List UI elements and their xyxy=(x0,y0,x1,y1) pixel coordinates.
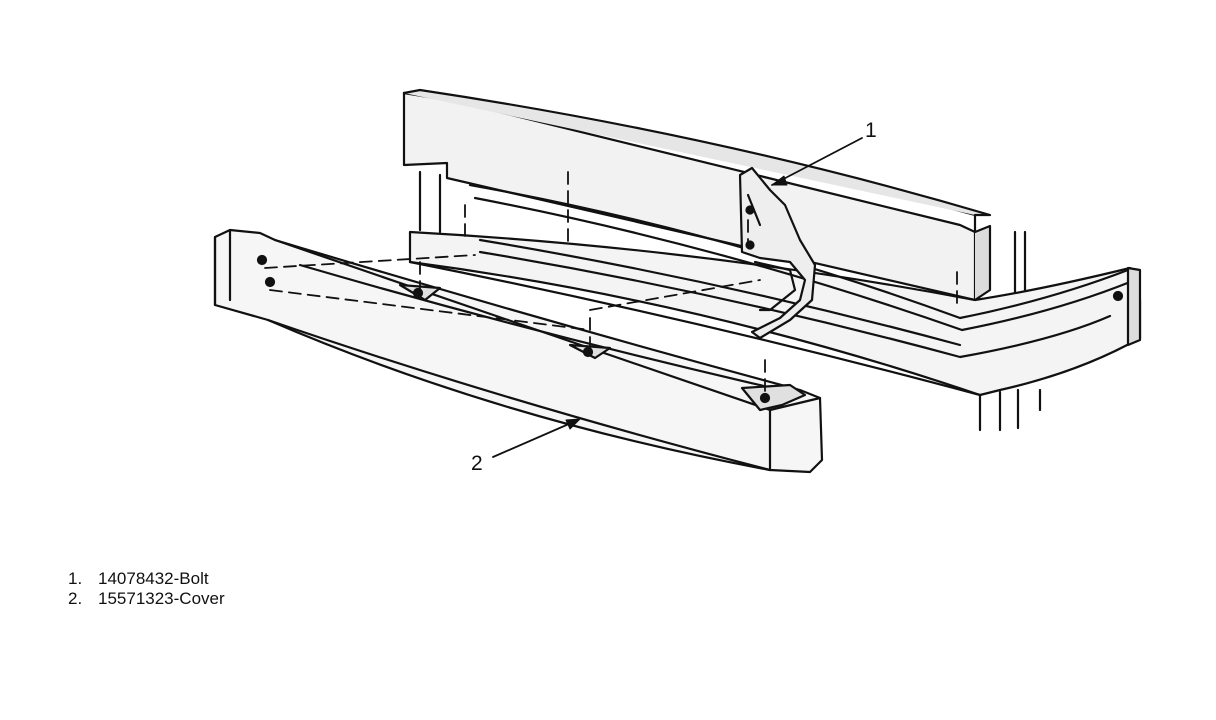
parts-legend: 1. 14078432-Bolt 2. 15571323-Cover xyxy=(68,569,225,609)
lower-cover xyxy=(213,228,824,474)
callout-2-arrowhead xyxy=(565,418,581,430)
front-bumper xyxy=(408,183,1142,432)
legend-item: 1. 14078432-Bolt xyxy=(68,569,225,589)
legend-item-number: 2. xyxy=(68,589,83,608)
callout-2-leader xyxy=(492,419,579,458)
callout-2-number: 2 xyxy=(471,452,483,475)
callout-1-leader xyxy=(771,137,863,186)
callout-1-arrowhead xyxy=(771,175,788,186)
grille-panel xyxy=(402,88,1027,302)
legend-item: 2. 15571323-Cover xyxy=(68,589,225,609)
bumper-bracket xyxy=(738,166,817,340)
legend-item-number: 1. xyxy=(68,569,83,588)
callout-leaders xyxy=(492,137,863,458)
callout-1-number: 1 xyxy=(865,119,877,142)
legend-item-text: 15571323-Cover xyxy=(98,589,225,608)
alignment-lines xyxy=(264,171,958,397)
legend-item-text: 14078432-Bolt xyxy=(98,569,209,588)
